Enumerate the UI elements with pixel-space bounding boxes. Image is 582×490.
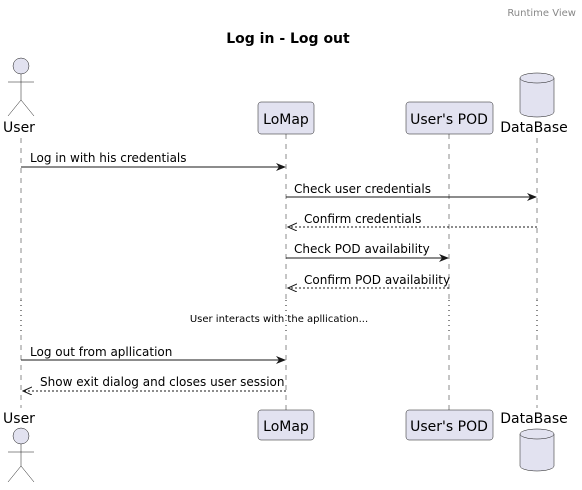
message-label: Confirm credentials: [304, 212, 421, 226]
message: Show exit dialog and closes user session: [23, 375, 286, 391]
message-label: Confirm POD availability: [304, 273, 450, 287]
participant-user-top[interactable]: User: [3, 57, 35, 136]
participant-user-bottom[interactable]: User: [3, 411, 35, 483]
participant-box: [257, 101, 315, 135]
participant-label: User: [3, 120, 35, 136]
message: Confirm credentials: [288, 212, 537, 227]
divider-label: User interacts with the apllication...: [190, 314, 368, 325]
participant-db-bottom[interactable]: DataBase: [500, 411, 568, 472]
actor-icon: [7, 57, 35, 117]
participant-label: User's POD: [410, 112, 488, 128]
message-label: Log out from apllication: [30, 345, 172, 359]
message: Log out from apllication: [21, 345, 286, 364]
message: Log in with his credentials: [21, 151, 286, 171]
participant-label: DataBase: [500, 411, 568, 427]
message-label: Check user credentials: [294, 182, 431, 196]
participant-pod-top[interactable]: User's POD: [405, 101, 494, 135]
actor-icon: [7, 427, 35, 483]
participant-label: LoMap: [263, 112, 309, 128]
participant-pod-bottom[interactable]: User's POD: [405, 409, 494, 441]
message-label: Log in with his credentials: [30, 151, 187, 165]
participant-lomap-top[interactable]: LoMap: [257, 101, 315, 135]
participant-label: DataBase: [500, 120, 568, 136]
database-icon: [519, 72, 555, 118]
database-icon: [519, 428, 555, 472]
message: Confirm POD availability: [288, 273, 450, 288]
participant-lomap-bottom[interactable]: LoMap: [257, 409, 315, 441]
participant-db-top[interactable]: DataBase: [500, 72, 568, 136]
participant-box: [257, 409, 315, 441]
diagram-title: Log in - Log out: [226, 31, 350, 47]
participant-label: User's POD: [410, 419, 488, 435]
message-label: Show exit dialog and closes user session: [40, 375, 285, 389]
lifelines: [20, 134, 538, 410]
participant-label: LoMap: [263, 419, 309, 435]
message-label: Check POD availability: [294, 242, 430, 256]
participant-box: [405, 101, 494, 135]
participant-label: User: [3, 411, 35, 427]
message: Check POD availability: [286, 242, 449, 262]
message: Check user credentials: [286, 182, 537, 201]
view-label: Runtime View: [507, 8, 576, 19]
participant-box: [405, 409, 494, 441]
